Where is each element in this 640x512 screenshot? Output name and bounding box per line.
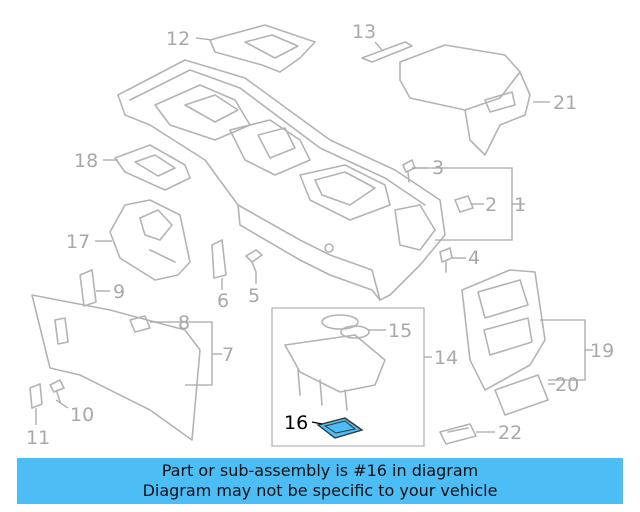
- label-8[interactable]: 8: [178, 312, 190, 334]
- part-16-highlight: [316, 417, 364, 439]
- label-21[interactable]: 21: [553, 92, 577, 114]
- label-17[interactable]: 17: [66, 231, 90, 253]
- part-7-shape: [31, 294, 201, 441]
- label-6[interactable]: 6: [217, 290, 229, 312]
- part-11-shape: [29, 383, 43, 409]
- label-5[interactable]: 5: [248, 285, 260, 307]
- part-5-shape: [245, 249, 263, 273]
- center-console: [117, 59, 446, 301]
- part-13-shape: [361, 41, 413, 63]
- banner-line-1: Part or sub-assembly is #16 in diagram: [161, 461, 479, 480]
- part-4-shape: [439, 247, 453, 273]
- part-9-shape: [79, 269, 97, 307]
- part-21-shape: [399, 44, 531, 156]
- part-12-shape: [209, 24, 316, 73]
- label-1[interactable]: 1: [514, 194, 526, 216]
- part-22-shape: [439, 423, 477, 445]
- part-14-box: [271, 307, 425, 447]
- label-19[interactable]: 19: [590, 340, 614, 362]
- info-banner: Part or sub-assembly is #16 in diagram D…: [17, 458, 623, 504]
- label-14[interactable]: 14: [434, 347, 458, 369]
- label-15[interactable]: 15: [388, 320, 412, 342]
- banner-line-2: Diagram may not be specific to your vehi…: [142, 481, 498, 500]
- part-20-shape: [494, 374, 549, 416]
- label-11[interactable]: 11: [26, 427, 50, 449]
- part-18-shape: [114, 144, 191, 191]
- part-labels: 1 2 3 4 5 6 7 8 9 10 11 12 13 14 15 16 1…: [26, 21, 614, 449]
- label-7[interactable]: 7: [222, 344, 234, 366]
- part-8-shape: [129, 315, 151, 333]
- part-17-shape: [109, 199, 191, 281]
- label-10[interactable]: 10: [70, 404, 94, 426]
- label-16[interactable]: 16: [284, 412, 308, 434]
- part-6-shape: [211, 239, 227, 279]
- part-3-shape: [402, 159, 416, 183]
- part-10-shape: [49, 379, 65, 403]
- label-12[interactable]: 12: [166, 28, 190, 50]
- label-13[interactable]: 13: [352, 21, 376, 43]
- label-18[interactable]: 18: [74, 150, 98, 172]
- label-9[interactable]: 9: [113, 281, 125, 303]
- label-3[interactable]: 3: [432, 157, 444, 179]
- label-4[interactable]: 4: [468, 247, 480, 269]
- label-22[interactable]: 22: [498, 422, 522, 444]
- leader-lines: [35, 37, 593, 433]
- part-2-shape: [454, 195, 474, 213]
- part-19-shape: [461, 269, 546, 391]
- label-20[interactable]: 20: [555, 374, 579, 396]
- label-2[interactable]: 2: [485, 194, 497, 216]
- parts-diagram: 1 2 3 4 5 6 7 8 9 10 11 12 13 14 15 16 1…: [26, 21, 614, 449]
